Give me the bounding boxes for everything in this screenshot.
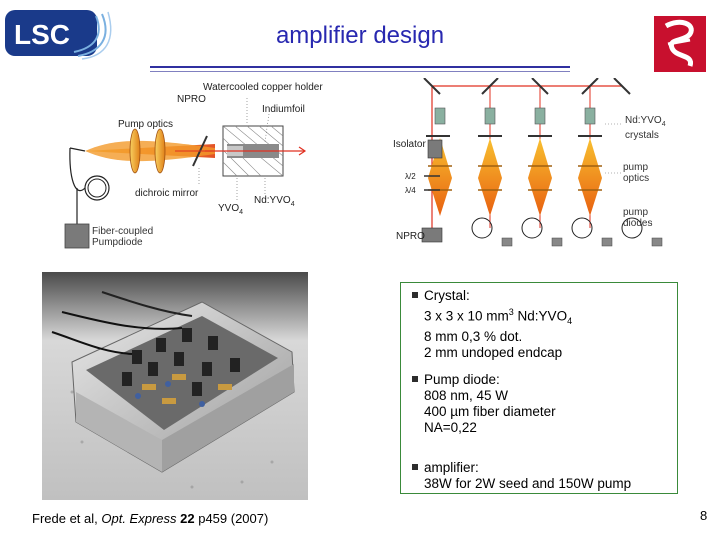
label-npro-left: NPRO — [177, 94, 206, 105]
amplifier-spec: amplifier: 38W for 2W seed and 150W pump — [412, 460, 631, 492]
bullet-square — [412, 376, 418, 382]
title-underline — [150, 66, 570, 68]
bullet-square — [412, 292, 418, 298]
label-copper-holder: Watercooled copper holder — [203, 82, 323, 93]
institute-logo — [650, 14, 710, 74]
label-pump-diodes: pump diodes — [623, 207, 653, 229]
label-dichroic-mirror: dichroic mirror — [135, 188, 199, 199]
label-indiumfoil: Indiumfoil — [262, 104, 305, 115]
bullet-square — [412, 464, 418, 470]
label-quarter-wave: λ/4 — [405, 186, 416, 195]
lsc-logo: LSC — [4, 8, 116, 60]
label-pump-optics-left: Pump optics — [118, 119, 174, 130]
label-ndyvo4-crystals: Nd:YVO4 crystals — [625, 115, 666, 141]
label-fiber-pumpdiode: Fiber-coupled Pumpdiode — [92, 226, 154, 248]
four-stage-amplifier-schematic — [390, 77, 680, 258]
label-pump-optics-right: pump optics — [623, 162, 650, 184]
label-npro-right: NPRO — [396, 231, 425, 242]
title-underline-thin — [150, 71, 570, 72]
page-number: 8 — [700, 508, 708, 523]
slide-title: amplifier design — [275, 22, 445, 49]
label-half-wave: λ/2 — [405, 172, 416, 181]
svg-text:LSC: LSC — [14, 19, 70, 50]
pump-diode-spec: Pump diode: 808 nm, 45 W 400 µm fiber di… — [412, 372, 556, 436]
label-isolator: Isolator — [393, 139, 426, 150]
specs-box — [400, 282, 678, 494]
citation: Frede et al, Opt. Express 22 p459 (2007) — [32, 511, 269, 526]
single-stage-schematic — [55, 78, 335, 253]
crystal-spec: Crystal: 3 x 3 x 10 mm3 Nd:YVO4 8 mm 0,3… — [412, 288, 572, 361]
label-ndyvo4-left: Nd:YVO4 — [254, 195, 295, 208]
amplifier-photo — [42, 272, 308, 500]
label-yvo4: YVO4 — [218, 203, 244, 216]
